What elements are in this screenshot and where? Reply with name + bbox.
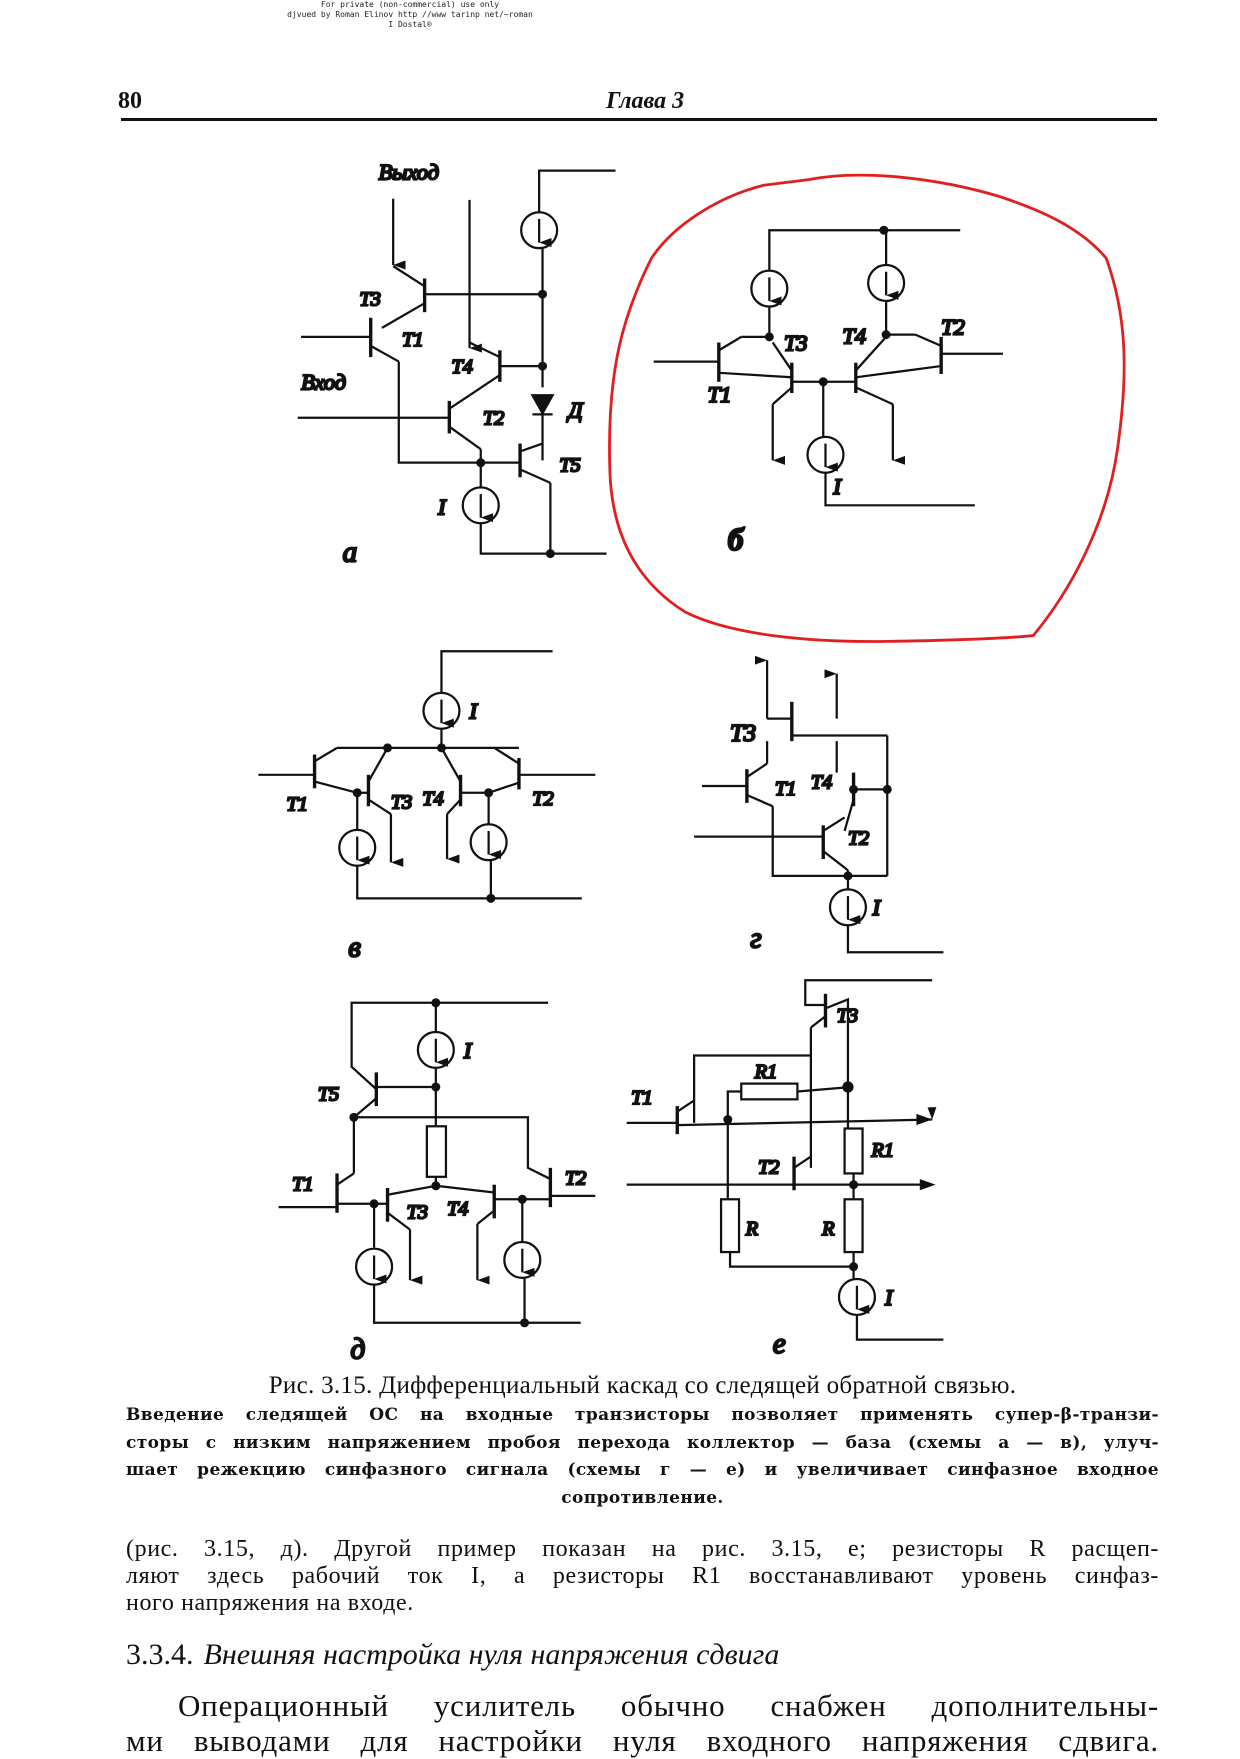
r-label: R (821, 1218, 834, 1240)
t4-label: T4 (447, 1198, 468, 1220)
highlight-loop (608, 173, 1126, 643)
current-label: I (437, 494, 447, 519)
current-label: I (884, 1285, 894, 1310)
t3-label: T3 (359, 288, 380, 310)
current-source-icon (416, 1030, 455, 1070)
body-line: ного напряжения на входе. (126, 1590, 414, 1616)
caption-line: сопротивление. (561, 1488, 724, 1508)
panel-label: б (728, 522, 745, 557)
t1-label: T1 (708, 382, 732, 407)
t2-label: T2 (941, 315, 965, 340)
t1-label: T1 (292, 1173, 313, 1195)
t1-label: T1 (402, 329, 423, 351)
current-source-icon (469, 823, 508, 862)
current-source-icon (461, 486, 500, 525)
circuit-b: T3 T4 T2 T1 I б (608, 173, 1126, 643)
section-number: 3.3.4. (126, 1638, 194, 1671)
t2-label: T2 (848, 827, 869, 849)
paragraph-line: ми выводами для настройки нуля входного … (126, 1723, 1159, 1758)
t2-label: T2 (565, 1168, 586, 1190)
t5-label: T5 (318, 1083, 339, 1105)
section-title: Внешняя настройка нуля напряжения сдвига (203, 1638, 780, 1671)
section-heading: 3.3.4. Внешняя настройка нуля напряжения … (126, 1638, 779, 1672)
caption-line: Введение следящей ОС на входные транзист… (126, 1405, 1159, 1425)
t3-label: T3 (407, 1201, 428, 1223)
current-source-icon (867, 263, 906, 303)
figure-caption-title: Рис. 3.15. Дифференциальный каскад со сл… (268, 1372, 1017, 1399)
t3-label: T3 (784, 330, 808, 355)
circuit-v: T1 T3 T4 T2 I в (258, 650, 596, 965)
chapter-title: Глава 3 (606, 88, 685, 114)
page-number: 80 (118, 88, 142, 114)
panel-label: в (348, 932, 361, 964)
t4-label: T4 (422, 788, 443, 810)
t4-label: T4 (842, 324, 866, 349)
diode-label: Д (566, 398, 584, 423)
current-source-icon (828, 888, 868, 927)
current-label: I (872, 895, 882, 920)
circuit-e: T3 T1 R1 R1 T2 R R I е (626, 979, 944, 1361)
panel-label: а (343, 536, 358, 568)
caption-line: сторы с низким напряжением пробоя перехо… (126, 1433, 1159, 1453)
t3-label: T3 (730, 720, 756, 747)
output-label: Выход (379, 160, 440, 185)
t2-label: T2 (483, 407, 504, 429)
caption-line: шает режекцию синфазного сигнала (схемы … (126, 1460, 1159, 1480)
body-line: ляют здесь рабочий ток I, а резисторы R1… (126, 1563, 1159, 1589)
input-label: Вход (301, 370, 346, 395)
t1-label: T1 (631, 1087, 652, 1109)
t4-label: T4 (452, 356, 473, 378)
current-source-icon (750, 269, 789, 308)
t5-label: T5 (559, 455, 580, 477)
t2-label: T2 (532, 788, 553, 810)
r1-label: R1 (754, 1061, 777, 1083)
body-line: (рис. 3.15, д). Другой пример показан на… (126, 1536, 1159, 1562)
circuit-d: T5 T1 T3 T4 T2 I д (278, 998, 596, 1367)
current-source-icon (354, 1247, 394, 1286)
circuit-a: Выход Вход T3 T1 T4 T2 T5 Д I а (297, 159, 616, 570)
t3-label: T3 (837, 1005, 858, 1027)
panel-label: г (750, 923, 761, 955)
current-source-icon (806, 435, 845, 474)
watermark-line: For private (non-commercial) use only (320, 0, 500, 9)
watermark-line: I Dostal® (388, 20, 432, 29)
r-label: R (745, 1218, 758, 1240)
r1-label: R1 (871, 1140, 894, 1162)
current-label: I (832, 474, 842, 499)
t4-label: T4 (811, 771, 832, 793)
circuit-g: T3 T1 T4 T2 I г (694, 655, 944, 956)
header-rule (121, 118, 1157, 121)
panel-label: е (773, 1328, 786, 1360)
current-label: I (463, 1038, 473, 1063)
current-source-icon (422, 691, 461, 730)
t1-label: T1 (775, 778, 796, 800)
watermark-line: djvued by Roman Elinov http //www tarinp… (287, 10, 533, 19)
current-source-icon (338, 828, 377, 867)
current-label: I (469, 699, 479, 724)
current-source-icon (503, 1240, 542, 1280)
t1-label: T1 (286, 794, 307, 816)
t3-label: T3 (391, 792, 412, 814)
panel-label: д (350, 1334, 365, 1366)
current-source-icon (837, 1277, 877, 1317)
t2-label: T2 (758, 1156, 779, 1178)
current-source-icon (520, 211, 559, 250)
paragraph-line: Операционный усилитель обычно снабжен до… (178, 1688, 1159, 1723)
